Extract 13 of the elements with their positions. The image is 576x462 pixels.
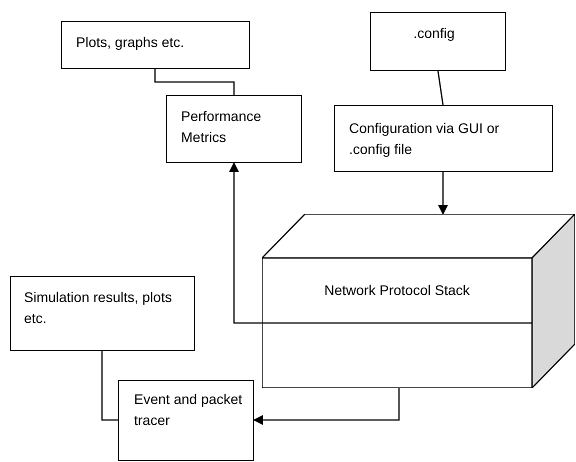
node-text: Network Protocol Stack bbox=[324, 281, 470, 300]
connector-line bbox=[154, 69, 235, 95]
connector-line bbox=[101, 351, 118, 421]
process-box: Event and packet tracer bbox=[118, 380, 254, 461]
process-box: .config bbox=[370, 12, 506, 71]
arrow bbox=[229, 162, 262, 324]
process-box: Performance Metrics bbox=[166, 95, 302, 163]
process-box: Plots, graphs etc. bbox=[61, 21, 250, 69]
process-box: Configuration via GUI or .config file bbox=[334, 105, 553, 172]
arrow bbox=[253, 388, 400, 425]
process-box: Simulation results, plots etc. bbox=[10, 276, 195, 351]
connector-line bbox=[437, 70, 444, 106]
arrow bbox=[438, 172, 448, 215]
